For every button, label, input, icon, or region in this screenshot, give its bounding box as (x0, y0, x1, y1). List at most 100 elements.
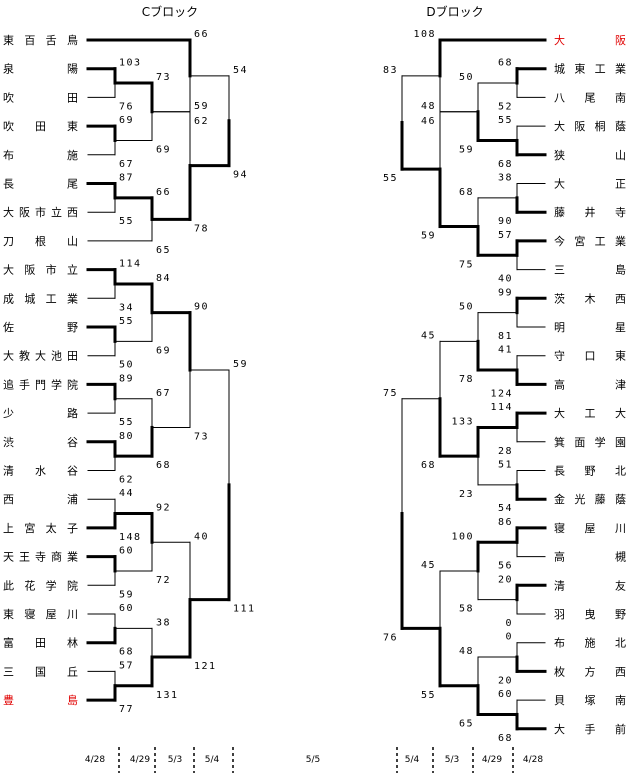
team-name: 佐野 (3, 320, 78, 334)
score-label: 72 (156, 575, 171, 586)
score-label: 68 (421, 460, 436, 471)
team-name: 布施 (3, 149, 78, 162)
team-name: 吹田 (3, 91, 78, 104)
team-name: 金光藤蔭 (554, 492, 626, 506)
score-label: 62 (119, 475, 134, 486)
score-label: 20 (498, 675, 513, 686)
score-label: 40 (498, 274, 513, 285)
score-label: 54 (498, 503, 513, 514)
score-label: 50 (119, 360, 134, 371)
score-label: 54 (233, 65, 248, 76)
score-label: 57 (498, 230, 513, 241)
round-date: 4/29 (482, 755, 502, 765)
round-date: 5/4 (405, 755, 420, 765)
team-name: 箕面学園 (554, 435, 626, 449)
team-name: 羽曳野 (554, 608, 626, 621)
score-label: 34 (119, 302, 134, 313)
team-name: 三国丘 (3, 665, 78, 678)
round-date: 4/28 (523, 755, 543, 765)
team-name: 狭山 (554, 149, 626, 162)
score-label: 68 (498, 733, 513, 744)
team-name: 三島 (554, 263, 626, 277)
team-name: 大教大池田 (3, 349, 78, 363)
score-label: 62 (194, 116, 209, 127)
score-label: 108 (413, 29, 436, 40)
score-label: 68 (156, 460, 171, 471)
score-label: 77 (119, 704, 134, 715)
team-name: 東寝屋川 (3, 607, 78, 621)
score-label: 76 (119, 101, 134, 112)
score-label: 121 (194, 661, 217, 672)
score-label: 83 (383, 65, 398, 76)
score-label: 59 (194, 101, 209, 112)
score-label: 81 (498, 331, 513, 342)
score-label: 50 (459, 72, 474, 83)
score-label: 45 (421, 560, 436, 571)
score-label: 76 (383, 632, 398, 643)
team-name: 八尾南 (554, 91, 626, 104)
score-label: 90 (498, 216, 513, 227)
score-label: 78 (194, 223, 209, 234)
score-label: 44 (119, 488, 134, 499)
score-label: 0 (505, 632, 513, 643)
team-name: 貝塚南 (554, 694, 626, 707)
score-label: 80 (119, 431, 134, 442)
round-date: 5/3 (445, 755, 459, 765)
score-label: 51 (498, 460, 513, 471)
score-label: 90 (194, 302, 209, 313)
score-label: 68 (498, 58, 513, 69)
score-label: 59 (233, 359, 248, 370)
score-label: 56 (498, 561, 513, 572)
team-name: 天王寺商業 (3, 550, 78, 564)
team-name: 東百舌鳥 (3, 33, 78, 47)
score-label: 45 (421, 330, 436, 341)
score-label: 111 (233, 604, 256, 615)
score-label: 41 (498, 345, 513, 356)
score-label: 48 (421, 101, 436, 112)
round-date: 5/4 (205, 755, 220, 765)
team-name: 寝屋川 (554, 521, 626, 535)
round-date: 4/28 (85, 755, 105, 765)
score-label: 66 (194, 29, 209, 40)
score-label: 114 (119, 259, 142, 270)
score-label: 69 (156, 144, 171, 155)
block-title-d: Dブロック (426, 4, 483, 19)
team-name: 刀根山 (3, 234, 78, 248)
score-label: 133 (451, 416, 474, 427)
team-name: 此花学院 (3, 578, 78, 592)
round-date: 5/5 (306, 755, 320, 765)
score-label: 60 (119, 603, 134, 614)
team-name: 大正 (554, 177, 626, 191)
score-label: 38 (156, 617, 171, 628)
score-label: 60 (498, 689, 513, 700)
score-label: 68 (119, 647, 134, 658)
score-label: 67 (119, 159, 134, 170)
score-label: 99 (498, 287, 513, 298)
score-label: 78 (459, 374, 474, 385)
score-label: 38 (498, 173, 513, 184)
team-name: 明星 (554, 321, 626, 334)
team-name: 追手門学院 (3, 377, 78, 391)
score-label: 67 (156, 388, 171, 399)
team-name: 長野北 (554, 465, 626, 478)
team-name: 吹田東 (3, 120, 78, 133)
team-name: 茨木西 (554, 291, 626, 305)
score-label: 58 (459, 604, 474, 615)
team-name: 枚方西 (554, 664, 626, 678)
team-name: 城東工業 (554, 63, 626, 76)
score-label: 60 (119, 546, 134, 557)
score-label: 55 (498, 115, 513, 126)
score-label: 103 (119, 58, 142, 69)
team-name: 豊島 (3, 693, 78, 707)
score-label: 0 (505, 618, 513, 629)
round-date: 4/29 (130, 755, 150, 765)
score-label: 73 (194, 431, 209, 442)
score-label: 55 (119, 216, 134, 227)
score-label: 65 (459, 718, 474, 729)
score-label: 52 (498, 101, 513, 112)
team-name: 富田林 (3, 636, 78, 650)
team-name: 清友 (554, 578, 626, 592)
team-name: 大手前 (554, 722, 626, 736)
team-name: 渋谷 (3, 436, 78, 449)
